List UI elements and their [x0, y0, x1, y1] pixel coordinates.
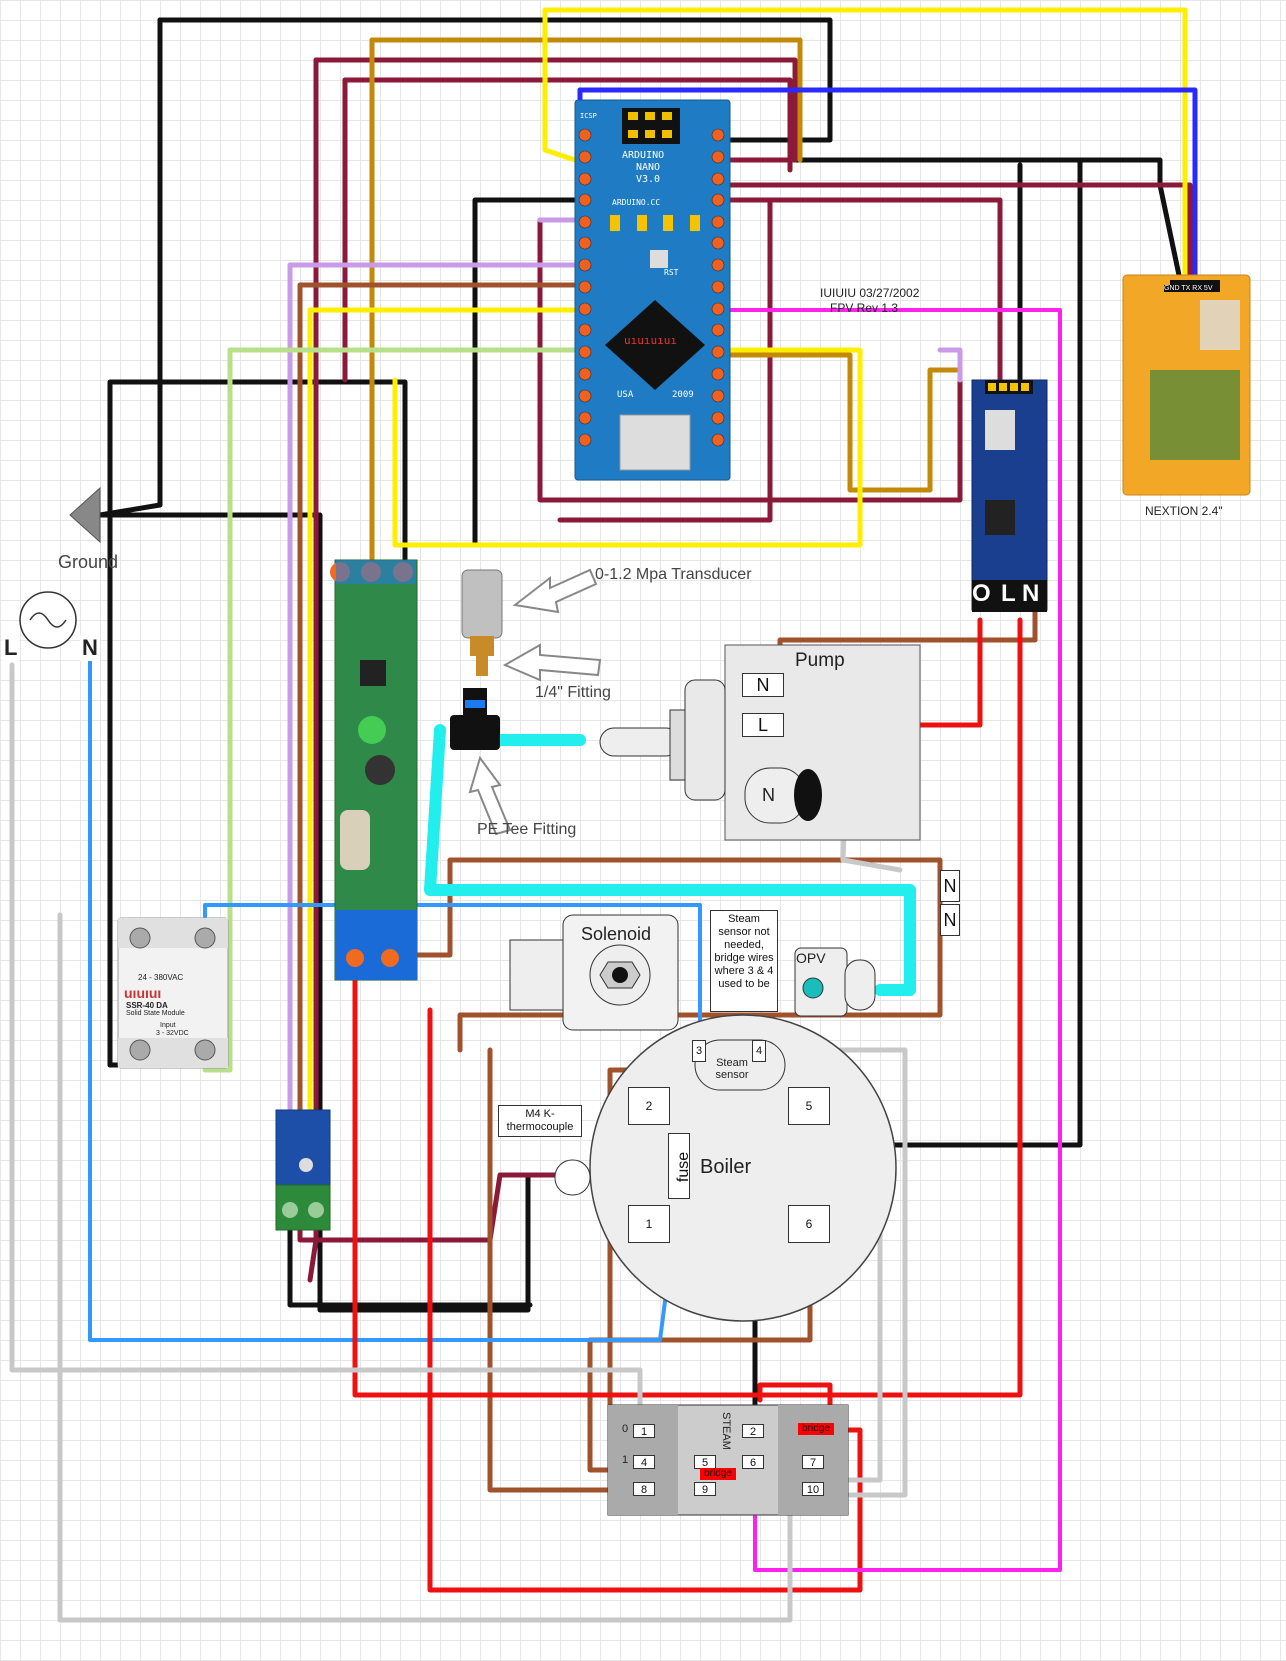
- version-label: IUIUIU 03/27/2002: [820, 286, 920, 300]
- boiler-label: Boiler: [700, 1156, 752, 1178]
- bridge-label-right: bridge: [798, 1423, 834, 1435]
- arduino-icsp: ICSP: [580, 112, 597, 120]
- boiler-terminal-6: 6: [788, 1205, 830, 1243]
- arduino-logo: uıuıuıuı: [624, 334, 677, 347]
- nextion-pins: GND TX RX 5V: [1164, 285, 1213, 292]
- arduino-site: ARDUINO.CC: [612, 198, 661, 207]
- arduino-nano-board: [574, 99, 731, 481]
- rev-label: FPV Rev 1.3: [830, 301, 899, 315]
- boiler-terminal-5: 5: [788, 1087, 830, 1125]
- fitting-label: 1/4" Fitting: [535, 684, 611, 701]
- ssr-sub: Solid State Module: [126, 1010, 185, 1017]
- ssr-module: [117, 917, 229, 1069]
- relay-module: [330, 559, 418, 981]
- pump-terminal-l: L: [742, 713, 784, 737]
- transducer-label: 0-1.2 Mpa Transducer: [595, 566, 752, 583]
- tee-fitting: [450, 688, 500, 750]
- ground-label: Ground: [58, 552, 119, 572]
- arduino-year: 2009: [672, 390, 694, 400]
- purple-wires: [287, 217, 963, 1113]
- boiler-terminal-2: 2: [628, 1087, 670, 1125]
- steam-switch-label: STEAM: [720, 1412, 732, 1450]
- switch-terminal-6: 6: [742, 1455, 764, 1469]
- switch-terminal-1: 1: [633, 1424, 655, 1438]
- ssr-model: SSR-40 DA: [126, 1001, 168, 1010]
- arduino-made: USA: [617, 390, 634, 400]
- opv-label: OPV: [796, 950, 826, 966]
- pump-motor-n: N: [762, 785, 775, 805]
- boiler-terminal-4: 4: [752, 1040, 766, 1062]
- cyan-tubing: [424, 724, 916, 996]
- arduino-title: ARDUINO: [622, 150, 665, 161]
- pressure-transducer: [461, 569, 503, 676]
- steam-sensor-label: Steam sensor: [715, 1057, 749, 1081]
- ssr-range: 24 - 380VAC: [138, 973, 184, 982]
- dimmer-terminal-l: L: [1001, 580, 1016, 607]
- magenta-wires: [716, 308, 1062, 1572]
- switch-terminal-5: 5: [694, 1455, 716, 1469]
- switch-terminal-4: 4: [633, 1455, 655, 1469]
- arduino-model: NANO: [636, 162, 661, 173]
- steam-note: Steam sensor not needed, bridge wires wh…: [710, 910, 778, 1012]
- nn-terminal-1: N: [940, 870, 960, 902]
- fuse: fuse: [668, 1133, 693, 1199]
- ground-icon: [69, 486, 101, 544]
- yellow-wires: [307, 7, 1188, 1113]
- dimmer-terminal-o: O: [972, 580, 991, 607]
- switch-terminal-8: 8: [633, 1482, 655, 1496]
- gold-wires: [369, 37, 963, 568]
- ssr-vdc: 3 - 32VDC: [156, 1030, 189, 1037]
- switch-terminal-2: 2: [742, 1424, 764, 1438]
- dimmer-terminal-n: N: [1022, 580, 1040, 607]
- switch-pos-0: 0: [622, 1423, 629, 1435]
- switch-terminal-10: 10: [802, 1482, 824, 1496]
- arduino-version: V3.0: [636, 174, 661, 185]
- tee-label: PE Tee Fitting: [477, 821, 577, 838]
- arduino-rst: RST: [664, 268, 679, 277]
- boiler-terminal-1: 1: [628, 1205, 670, 1243]
- boiler-terminal-3: 3: [692, 1040, 706, 1062]
- fuse-label: fuse: [675, 1151, 693, 1183]
- nn-terminal-2: N: [940, 904, 960, 936]
- pump-terminal-n: N: [742, 673, 784, 697]
- solenoid-label: Solenoid: [581, 924, 652, 944]
- pump-label: Pump: [795, 650, 845, 671]
- thermocouple-label: M4 K-thermocouple: [498, 1105, 582, 1137]
- solenoid: [509, 914, 679, 1031]
- switch-terminal-7: 7: [802, 1455, 824, 1469]
- switch-pos-1: 1: [622, 1454, 629, 1466]
- switch-terminal-9: 9: [694, 1482, 716, 1496]
- nextion-label: NEXTION 2.4": [1145, 504, 1223, 518]
- thermocouple-amp: [275, 1109, 331, 1231]
- nextion-display: [1122, 274, 1251, 496]
- dimmer-module: [971, 379, 1048, 612]
- ssr-brand: uıuıuı: [124, 985, 162, 1001]
- pump: [599, 644, 921, 841]
- ssr-input: Input: [160, 1022, 176, 1029]
- opv-valve: [794, 947, 876, 1017]
- brown-wires: [297, 282, 1038, 1493]
- callout-arrows: [468, 568, 602, 836]
- line-label: L: [2, 635, 20, 661]
- green-wires: [202, 347, 578, 1073]
- bridge-label-center: bridge: [700, 1468, 736, 1480]
- neutral-label: N: [80, 635, 100, 661]
